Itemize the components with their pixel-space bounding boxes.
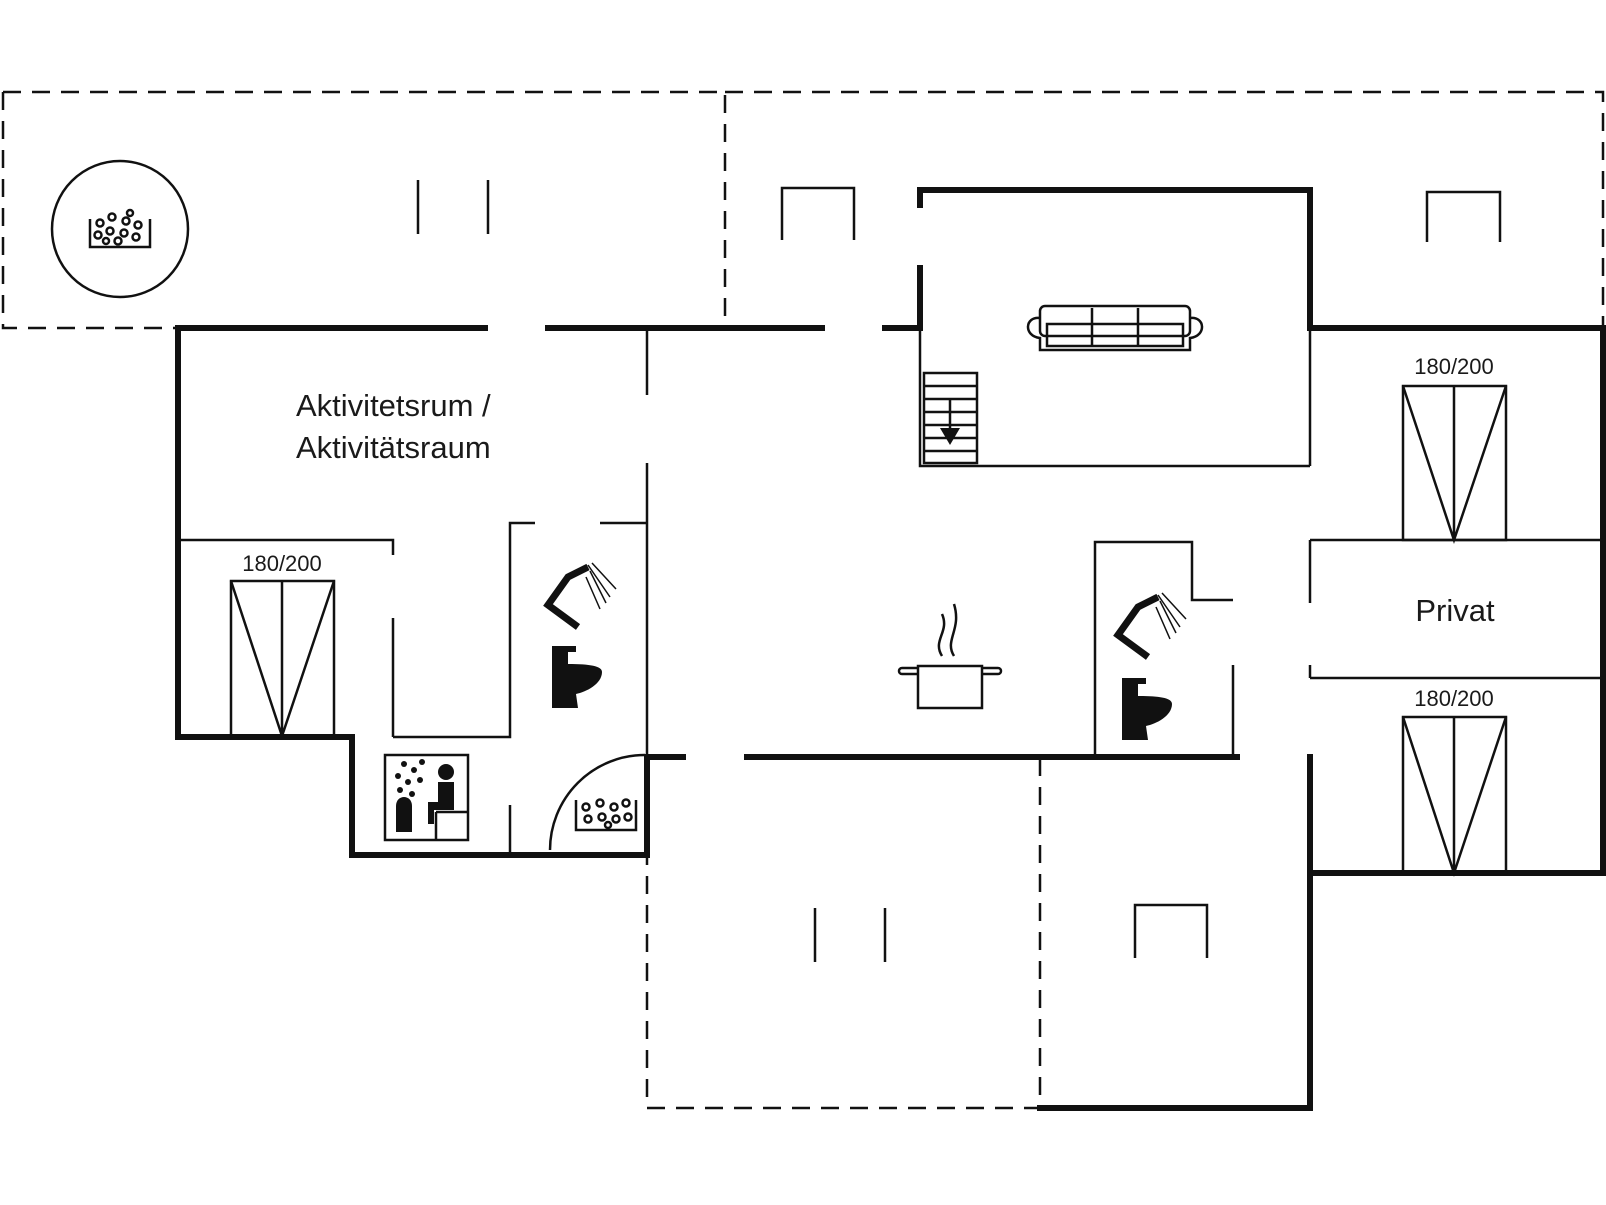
chair-icon (434, 810, 468, 840)
cooking-pot-icon (897, 603, 1003, 710)
stairs-icon (922, 371, 979, 465)
bed-size-label: 180/200 (1414, 686, 1494, 711)
hot-tub-icon (50, 159, 190, 299)
door-arc (548, 753, 646, 851)
bed-left (229, 579, 336, 740)
shower-icon (1113, 592, 1187, 660)
hot-tub-icon (574, 798, 638, 832)
interior-walls (178, 328, 1603, 855)
shower-icon (543, 562, 617, 630)
room-label-activity-1: Aktivitetsrum / (296, 388, 491, 423)
toilet-icon (552, 646, 602, 708)
sauna-icon (395, 759, 454, 832)
toilet-icon (1122, 678, 1172, 740)
window-marks (416, 180, 1502, 962)
terrace-outlines (1, 90, 1605, 1110)
bed-size-label: 180/200 (242, 551, 322, 576)
bed-right-bottom (1401, 715, 1508, 877)
sofa-icon (1026, 304, 1204, 352)
bed-right-top (1401, 384, 1508, 544)
bed-size-label: 180/200 (1414, 354, 1494, 379)
room-label-private: Privat (1415, 593, 1495, 628)
room-label-activity-2: Aktivitätsraum (296, 430, 491, 465)
